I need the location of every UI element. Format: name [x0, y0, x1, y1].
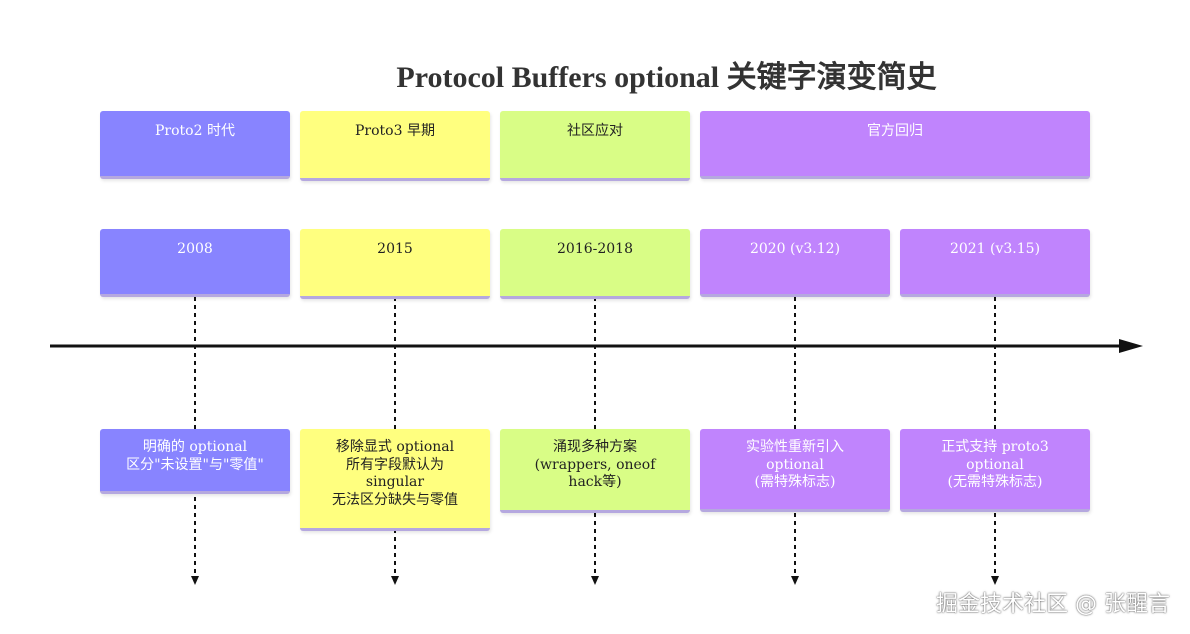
connector-arrowhead — [791, 576, 799, 585]
phase-label: 官方回归 — [867, 123, 923, 139]
phase-box-proto2: Proto2 时代 — [100, 111, 290, 179]
event-box-2008: 明确的 optional 区分"未设置"与"零值" — [100, 429, 290, 494]
diagram-title: Protocol Buffers optional 关键字演变简史 — [396, 61, 937, 94]
event-line: (wrappers, oneof — [534, 456, 656, 473]
event-box-2021: 正式支持 proto3 optional (无需特殊标志) — [900, 429, 1090, 512]
event-line: 所有字段默认为 — [346, 456, 444, 473]
event-line: 移除显式 optional — [335, 439, 455, 455]
phase-label: 社区应对 — [567, 123, 623, 139]
phase-box-community: 社区应对 — [500, 111, 690, 181]
event-box-2016-2018: 涌现多种方案 (wrappers, oneof hack等) — [500, 429, 690, 513]
event-line: optional — [766, 456, 824, 473]
event-line: hack等) — [568, 474, 622, 490]
phase-label: Proto3 早期 — [355, 123, 435, 139]
period-label: 2020 (v3.12) — [749, 241, 841, 257]
event-line: singular — [365, 474, 425, 490]
event-line: (需特殊标志) — [754, 474, 836, 490]
event-line: 正式支持 proto3 — [941, 439, 1049, 455]
period-box-2015: 2015 — [300, 229, 490, 299]
period-label: 2021 (v3.15) — [949, 241, 1041, 257]
event-line: (无需特殊标志) — [947, 474, 1043, 490]
phase-label: Proto2 时代 — [155, 123, 235, 139]
event-line: optional — [966, 456, 1024, 473]
watermark: 掘金技术社区 @ 张醒言 — [936, 592, 1170, 617]
period-box-2016-2018: 2016-2018 — [500, 229, 690, 299]
connector-arrowhead — [391, 576, 399, 585]
connector-arrowhead — [591, 576, 599, 585]
period-label: 2008 — [177, 241, 213, 257]
event-box-2015: 移除显式 optional 所有字段默认为 singular 无法区分缺失与零值 — [300, 429, 490, 531]
connector-arrowhead — [191, 576, 199, 585]
period-box-2020: 2020 (v3.12) — [700, 229, 890, 297]
period-box-2008: 2008 — [100, 229, 290, 297]
event-line: 无法区分缺失与零值 — [332, 491, 458, 508]
timeline-axis-arrowhead — [1119, 339, 1143, 353]
event-box-2020: 实验性重新引入 optional (需特殊标志) — [700, 429, 890, 512]
event-line: 明确的 optional — [142, 439, 248, 455]
event-line: 涌现多种方案 — [553, 439, 637, 455]
connector-arrowhead — [991, 576, 999, 585]
event-line: 区分"未设置"与"零值" — [126, 456, 264, 473]
period-label: 2015 — [377, 241, 413, 257]
period-label: 2016-2018 — [557, 241, 633, 257]
phase-box-proto3-early: Proto3 早期 — [300, 111, 490, 181]
phase-box-official: 官方回归 — [700, 111, 1090, 179]
period-box-2021: 2021 (v3.15) — [900, 229, 1090, 297]
event-line: 实验性重新引入 — [746, 439, 844, 455]
